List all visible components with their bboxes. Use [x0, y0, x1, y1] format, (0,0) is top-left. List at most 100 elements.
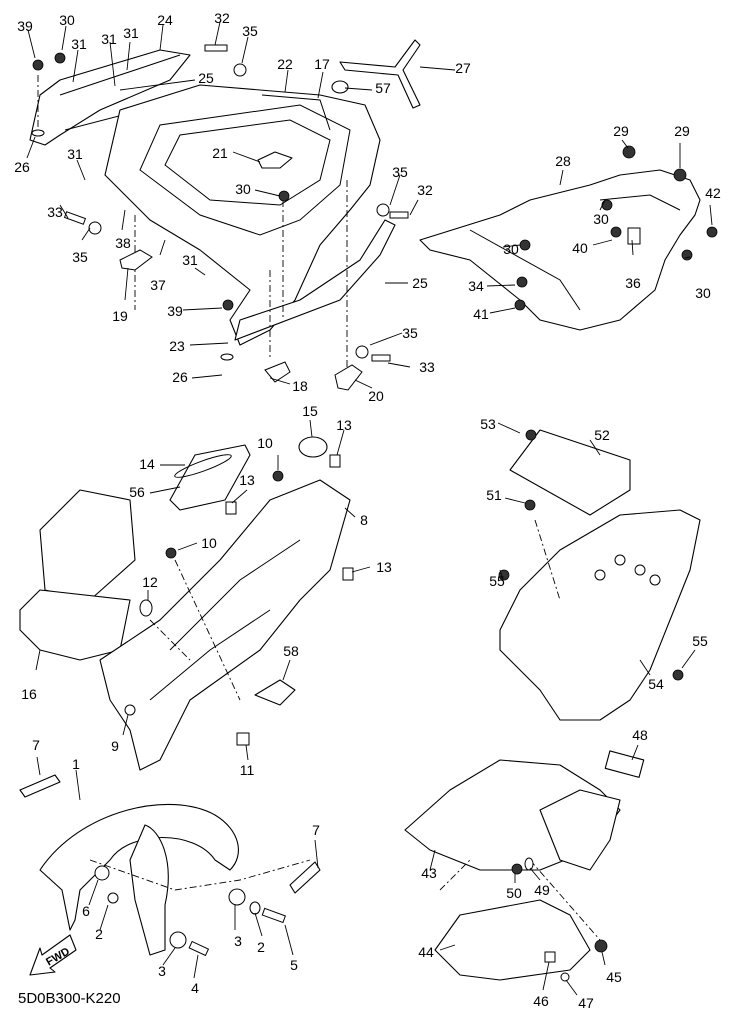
callout-35: 35 [242, 23, 258, 39]
callout-10: 10 [201, 535, 217, 551]
callout-52: 52 [594, 427, 610, 443]
callout-4: 4 [191, 980, 199, 996]
callout-11: 11 [239, 762, 255, 778]
callout-40: 40 [572, 240, 588, 256]
callout-44: 44 [418, 944, 434, 960]
callout-30: 30 [695, 285, 711, 301]
callout-37: 37 [150, 277, 166, 293]
callout-51: 51 [486, 487, 502, 503]
callout-33: 33 [47, 204, 63, 220]
callout-31: 31 [101, 31, 117, 47]
callout-29: 29 [674, 123, 690, 139]
part-57-cap [331, 80, 349, 94]
part-43-rear-fender [404, 759, 621, 871]
callout-5: 5 [290, 957, 298, 973]
callout-58: 58 [283, 643, 299, 659]
callout-55: 55 [489, 573, 505, 589]
callout-27: 27 [455, 60, 471, 76]
callout-6: 6 [82, 903, 90, 919]
hardware-fasteners [31, 44, 718, 982]
part-14-band [174, 454, 232, 478]
callout-10: 10 [257, 435, 273, 451]
part-7-decal-right [289, 861, 321, 894]
part-25-lower-cover [234, 219, 396, 341]
callout-38: 38 [115, 235, 131, 251]
callout-14: 14 [139, 456, 155, 472]
callout-54: 54 [648, 676, 664, 692]
callout-46: 46 [533, 993, 549, 1009]
part-48-reflector [604, 750, 645, 778]
callout-23: 23 [169, 338, 185, 354]
callout-20: 20 [368, 388, 384, 404]
callout-31: 31 [71, 36, 87, 52]
assembly-line [529, 859, 601, 941]
callout-32: 32 [214, 10, 230, 26]
drawing-code: 5D0B300-K220 [18, 990, 121, 1007]
callout-28: 28 [555, 153, 571, 169]
callout-33: 33 [419, 359, 435, 375]
callout-15: 15 [302, 403, 318, 419]
callout-53: 53 [480, 416, 496, 432]
callout-35: 35 [72, 249, 88, 265]
callout-34: 34 [468, 278, 484, 294]
callout-57: 57 [375, 80, 391, 96]
part-22-strip [261, 94, 331, 131]
callout-25: 25 [412, 275, 428, 291]
fwd-arrow-icon [29, 934, 77, 976]
callout-13: 13 [239, 472, 255, 488]
leader-lines [26, 21, 713, 996]
callout-35: 35 [392, 164, 408, 180]
callout-26: 26 [172, 369, 188, 385]
callout-2: 2 [95, 926, 103, 942]
callout-19: 19 [112, 308, 128, 324]
callout-1: 1 [72, 756, 80, 772]
callout-39: 39 [167, 303, 183, 319]
callout-56: 56 [129, 484, 145, 500]
callout-48: 48 [632, 727, 648, 743]
callout-29: 29 [613, 123, 629, 139]
callout-30: 30 [59, 12, 75, 28]
callout-55: 55 [692, 633, 708, 649]
callout-47: 47 [578, 995, 594, 1011]
part-27-stay [339, 39, 421, 109]
callout-32: 32 [417, 182, 433, 198]
callout-30: 30 [503, 241, 519, 257]
callout-49: 49 [534, 882, 550, 898]
callout-30: 30 [593, 211, 609, 227]
callout-35: 35 [402, 325, 418, 341]
part-16-tray [19, 489, 136, 661]
callout-42: 42 [705, 185, 721, 201]
callout-7: 7 [32, 737, 40, 753]
callout-2: 2 [257, 939, 265, 955]
part-15-ring [298, 436, 328, 458]
part-21-clip [257, 151, 293, 169]
assembly-line [534, 519, 561, 601]
callout-45: 45 [606, 969, 622, 985]
part-1-front-fender [39, 803, 239, 956]
part-8-rear-fender-frame [99, 479, 351, 771]
callout-31: 31 [182, 252, 198, 268]
part-7-decal-left [19, 774, 61, 798]
callout-8: 8 [360, 512, 368, 528]
callout-17: 17 [314, 56, 330, 72]
callout-43: 43 [421, 865, 437, 881]
callout-39: 39 [17, 18, 33, 34]
callout-41: 41 [473, 306, 489, 322]
callout-21: 21 [212, 145, 228, 161]
callout-3: 3 [234, 933, 242, 949]
part-56-band-pad [169, 444, 251, 511]
callout-31: 31 [67, 146, 83, 162]
callout-12: 12 [142, 574, 158, 590]
callout-26: 26 [14, 159, 30, 175]
callout-3: 3 [158, 963, 166, 979]
assembly-line [89, 859, 311, 891]
callout-7: 7 [312, 822, 320, 838]
part-54-undercover [499, 509, 701, 721]
callout-16: 16 [21, 686, 37, 702]
assembly-line [174, 559, 241, 701]
callout-50: 50 [506, 885, 522, 901]
callout-9: 9 [111, 738, 119, 754]
callout-31: 31 [123, 25, 139, 41]
